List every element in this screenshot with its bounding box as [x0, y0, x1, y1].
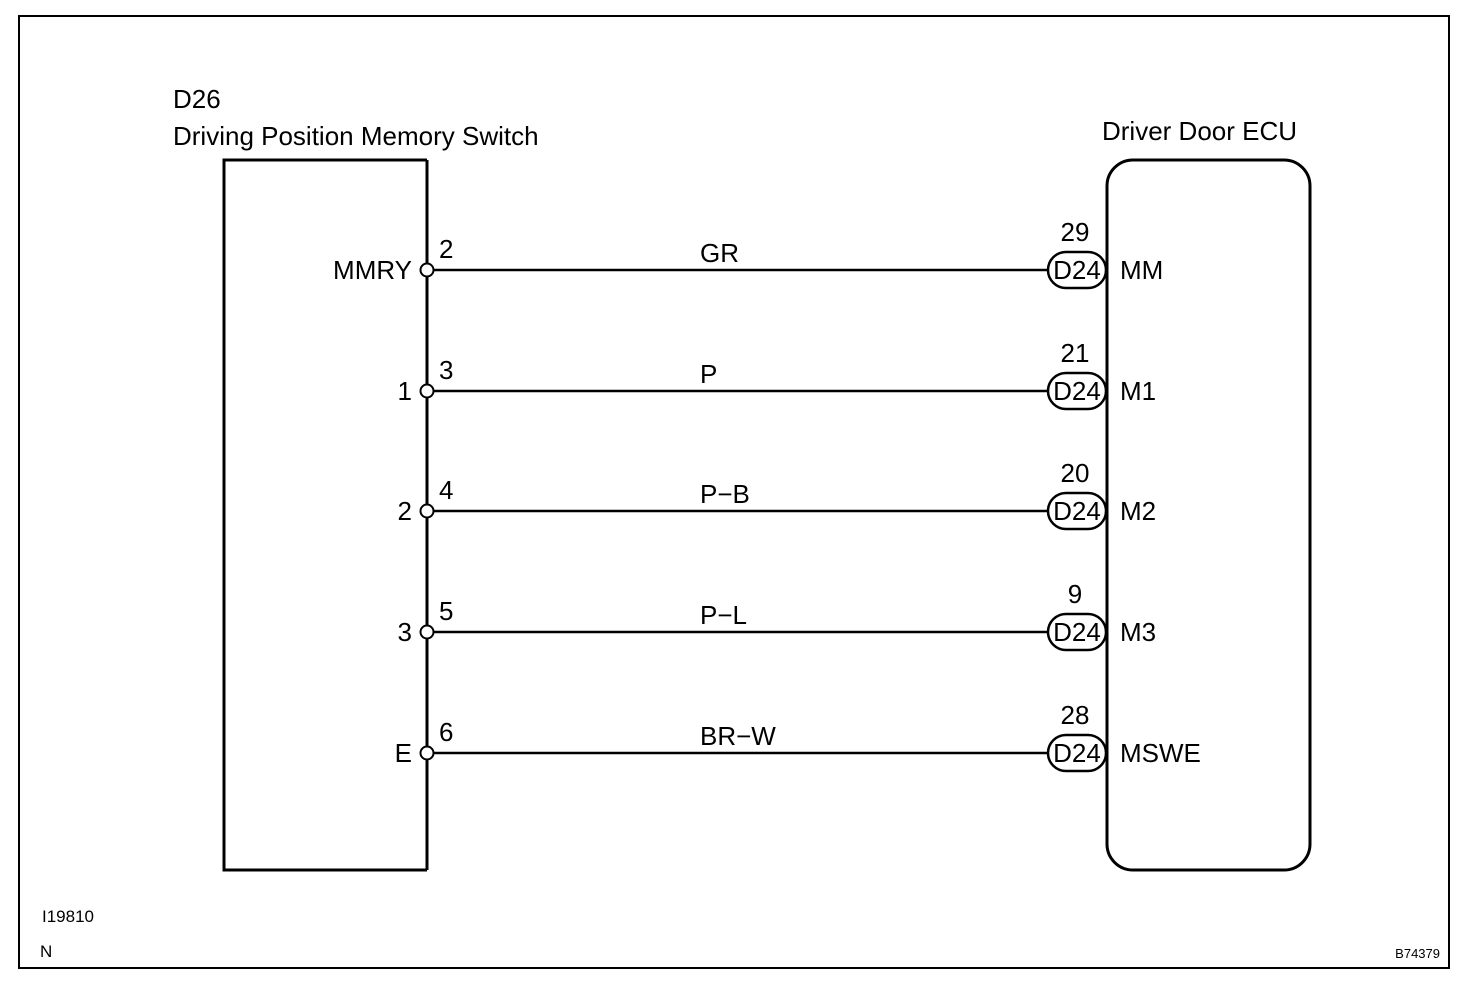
switch-pin-number: 2 — [439, 234, 453, 264]
memory-switch-box — [222, 158, 427, 872]
connector-code: D24 — [1053, 738, 1101, 768]
footer-letter: N — [40, 942, 52, 961]
connector-code: D24 — [1053, 496, 1101, 526]
terminal-circle — [419, 624, 435, 640]
left-component-code: D26 — [173, 84, 221, 114]
diagram-frame — [18, 15, 1450, 969]
connector-oval — [1046, 733, 1108, 773]
ecu-terminal-label: MSWE — [1120, 738, 1201, 768]
connector-oval — [1046, 612, 1108, 652]
reference-code: B74379 — [1395, 946, 1440, 961]
switch-terminal-label: 3 — [398, 617, 412, 647]
connector-oval — [1046, 250, 1108, 290]
wire-row: 35 P−L D24 9M3 — [398, 579, 1156, 652]
connector-oval — [1046, 491, 1108, 531]
terminal-circle — [419, 262, 435, 278]
connector-code: D24 — [1053, 617, 1101, 647]
wire-color-label: GR — [700, 238, 739, 268]
switch-terminal-label: 1 — [398, 376, 412, 406]
wire-color-label: P−B — [700, 479, 750, 509]
right-component-name: Driver Door ECU — [1102, 116, 1297, 146]
wire-color-label: P — [700, 359, 717, 389]
ecu-pin-number: 9 — [1068, 579, 1082, 609]
wire-color-label: BR−W — [700, 721, 776, 751]
left-component-name: Driving Position Memory Switch — [173, 121, 539, 151]
connector-oval — [1046, 371, 1108, 411]
terminal-circle — [419, 745, 435, 761]
connector-code: D24 — [1053, 255, 1101, 285]
ecu-pin-number: 28 — [1061, 700, 1090, 730]
switch-pin-number: 6 — [439, 717, 453, 747]
switch-pin-number: 5 — [439, 596, 453, 626]
switch-terminal-label: MMRY — [333, 255, 412, 285]
ecu-box — [1105, 158, 1312, 872]
switch-terminal-label: 2 — [398, 496, 412, 526]
terminal-circle — [419, 503, 435, 519]
ecu-pin-number: 20 — [1061, 458, 1090, 488]
ecu-pin-number: 21 — [1061, 338, 1090, 368]
ecu-pin-number: 29 — [1061, 217, 1090, 247]
switch-terminal-label: E — [395, 738, 412, 768]
ecu-terminal-label: M3 — [1120, 617, 1156, 647]
ecu-terminal-label: M2 — [1120, 496, 1156, 526]
ecu-terminal-label: M1 — [1120, 376, 1156, 406]
connector-code: D24 — [1053, 376, 1101, 406]
ecu-terminal-label: MM — [1120, 255, 1163, 285]
switch-pin-number: 3 — [439, 355, 453, 385]
wire-color-label: P−L — [700, 600, 747, 630]
figure-id: I19810 — [42, 907, 94, 926]
switch-pin-number: 4 — [439, 475, 453, 505]
terminal-circle — [419, 383, 435, 399]
